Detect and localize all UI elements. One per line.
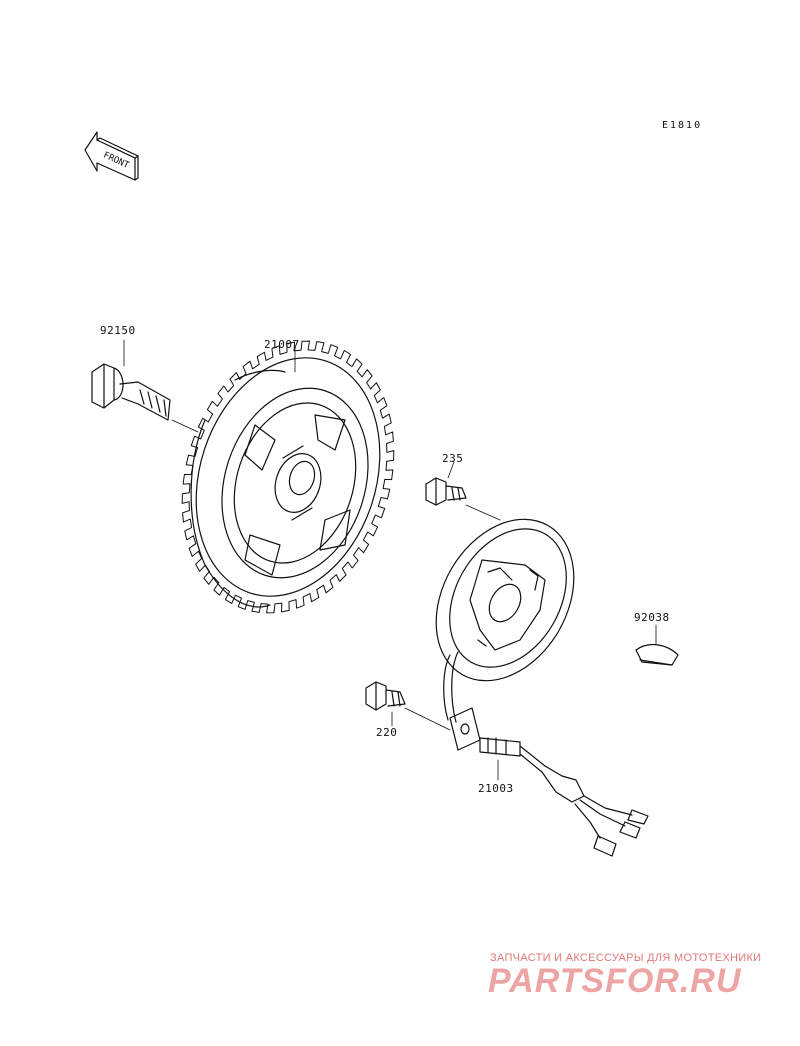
front-arrow-icon: FRONT — [84, 131, 139, 181]
watermark-logo-text: PARTSFOR.RU — [488, 962, 742, 1000]
callout-92150[interactable]: 92150 — [100, 324, 136, 337]
callout-21003[interactable]: 21003 — [478, 782, 514, 795]
key-92038 — [635, 624, 679, 666]
screw-235 — [425, 461, 501, 521]
callout-220[interactable]: 220 — [376, 726, 398, 739]
bolt-92150 — [91, 339, 199, 433]
flywheel-21007 — [181, 340, 395, 614]
diagram-code: E1810 — [662, 120, 703, 131]
watermark-tagline: ЗАПЧАСТИ И АКСЕССУАРЫ ДЛЯ МОТОТЕХНИКИ — [490, 952, 762, 964]
stator-21003 — [435, 518, 649, 857]
callout-21007[interactable]: 21007 — [264, 338, 300, 351]
callout-92038[interactable]: 92038 — [634, 611, 670, 624]
callout-235[interactable]: 235 — [442, 452, 464, 465]
bolt-220 — [365, 681, 451, 731]
